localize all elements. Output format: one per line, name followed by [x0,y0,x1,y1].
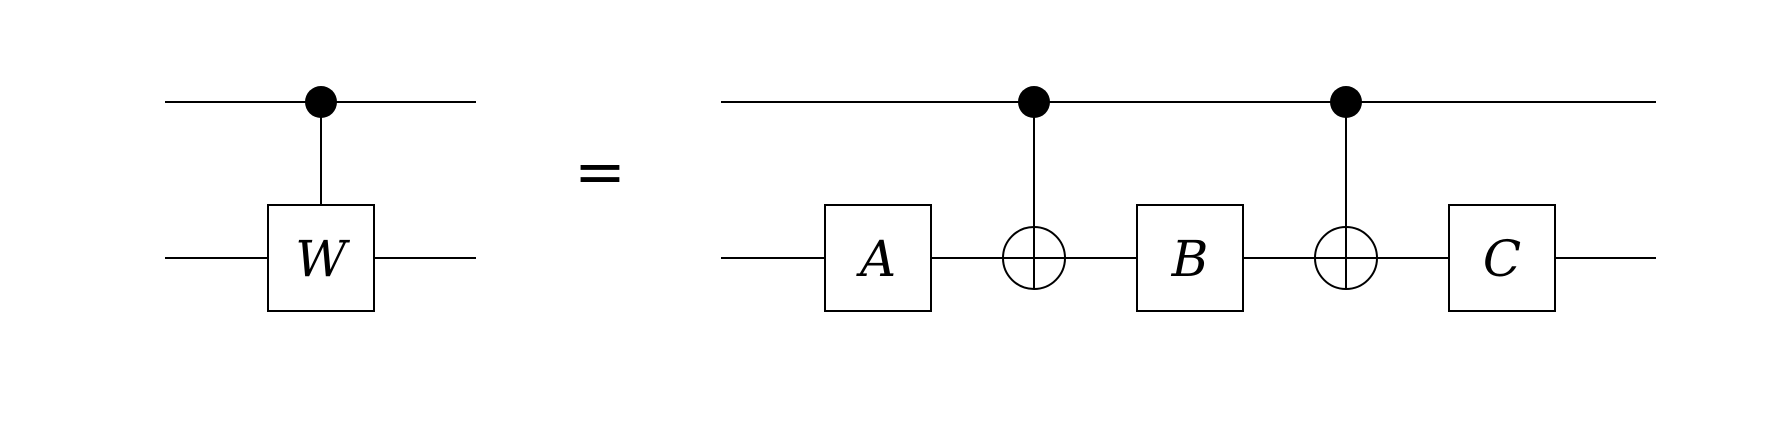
w-gate-label: W [295,230,350,288]
equals-sign: = [574,135,626,208]
b-gate-label: B [1171,230,1209,288]
w-gate-box [267,204,375,312]
rhs-circuit: A B C [721,86,1656,312]
cnot2-control-dot [1330,86,1362,118]
a-gate-label: A [856,230,896,288]
lhs-circuit: W [165,86,476,312]
b-gate-box [1136,204,1244,312]
a-gate-box [824,204,932,312]
cnot1-control-dot [1018,86,1050,118]
c-gate-label: C [1483,230,1521,288]
lhs-control-dot [305,86,337,118]
c-gate-box [1448,204,1556,312]
